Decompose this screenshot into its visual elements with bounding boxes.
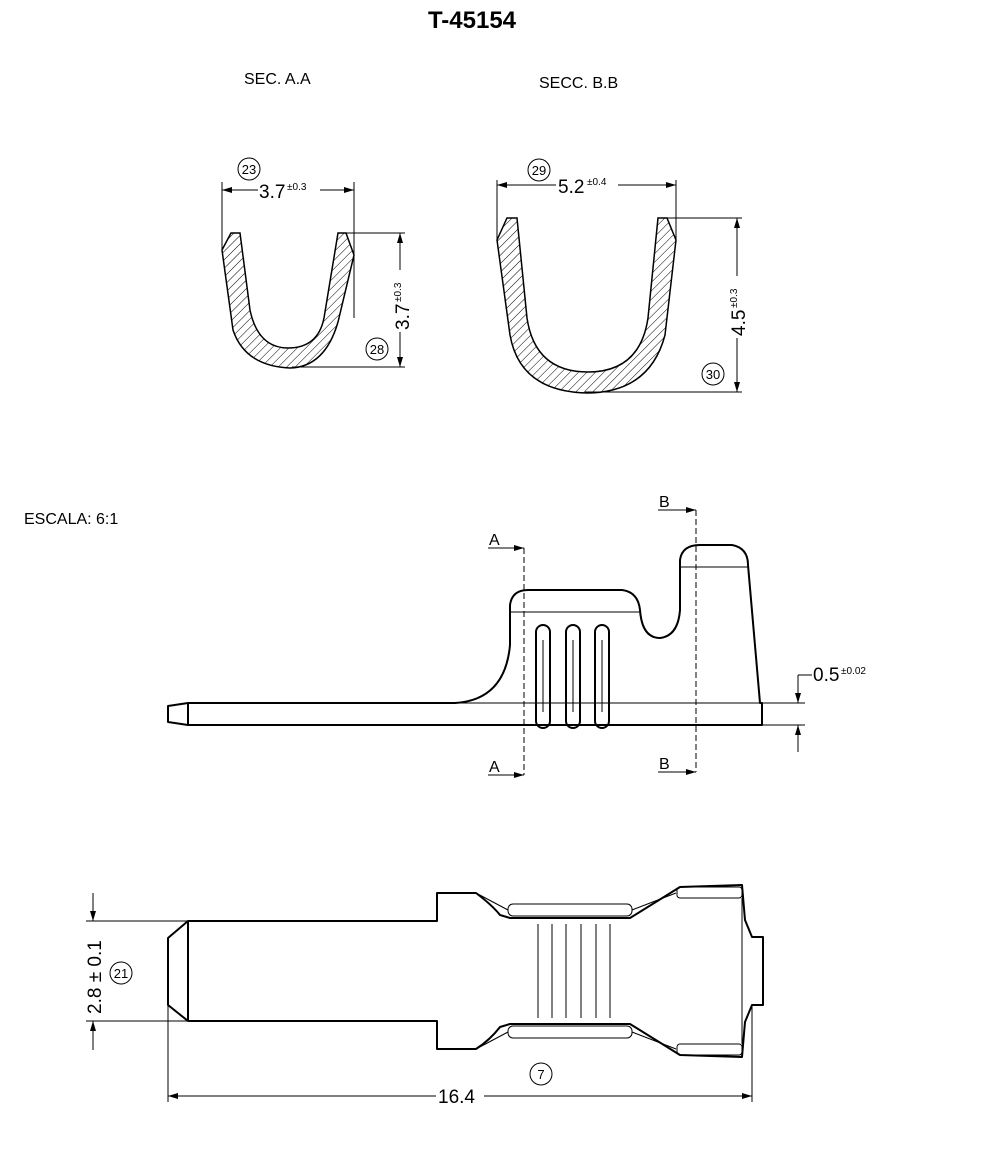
balloon-7-text: 7	[537, 1067, 544, 1082]
section-aa-height-tol: ±0.3	[393, 282, 404, 302]
balloon-29	[527, 158, 551, 182]
section-bb-height-tol: ±0.3	[729, 288, 740, 308]
balloon-21-text: 21	[114, 966, 128, 981]
section-bb-width: 5.2	[558, 177, 584, 198]
section-aa: SEC. A.A 3.7 ±0.3 23 3.7 ±0.3 28	[221, 71, 414, 369]
section-aa-label: SEC. A.A	[244, 71, 311, 88]
length-dim: 16.4	[438, 1087, 475, 1108]
balloon-21	[109, 961, 133, 985]
balloon-28-text: 28	[370, 342, 384, 357]
scale-label: ESCALA: 6:1	[24, 511, 118, 528]
cut-a-label-bottom: A	[489, 759, 500, 776]
balloon-30	[701, 362, 725, 386]
section-bb-profile	[496, 217, 677, 394]
balloon-29-text: 29	[532, 163, 546, 178]
balloon-30-text: 30	[706, 367, 720, 382]
rib-1	[535, 624, 551, 729]
section-aa-height: 3.7	[393, 304, 414, 330]
balloon-28	[365, 337, 389, 361]
top-view: 2.8 ± 0.1 21 16.4 7	[84, 884, 764, 1108]
balloon-23	[237, 157, 261, 181]
thickness-dim: 0.5	[813, 665, 839, 686]
cut-a-label-top: A	[489, 532, 500, 549]
rib-3	[594, 624, 610, 729]
section-bb-height: 4.5	[729, 310, 750, 336]
cut-b-label-top: B	[659, 494, 670, 511]
thickness-tol: ±0.02	[841, 666, 866, 677]
cut-b-label-bottom: B	[659, 756, 670, 773]
tab-width-dim: 2.8 ± 0.1	[85, 940, 106, 1014]
balloon-7	[529, 1062, 553, 1086]
section-aa-profile	[221, 232, 355, 369]
rib-2	[565, 624, 581, 729]
section-bb-width-tol: ±0.4	[587, 177, 607, 188]
section-aa-width-tol: ±0.3	[287, 182, 307, 193]
section-bb-label: SECC. B.B	[539, 75, 618, 92]
balloon-23-text: 23	[242, 162, 256, 177]
section-bb: SECC. B.B 5.2 ±0.4 29 4.5 ±0.3 30	[496, 75, 750, 394]
drawing-title: T-45154	[428, 7, 517, 34]
side-view: A A B B 0.5 ±0.02	[167, 494, 866, 778]
section-aa-width: 3.7	[259, 182, 285, 203]
